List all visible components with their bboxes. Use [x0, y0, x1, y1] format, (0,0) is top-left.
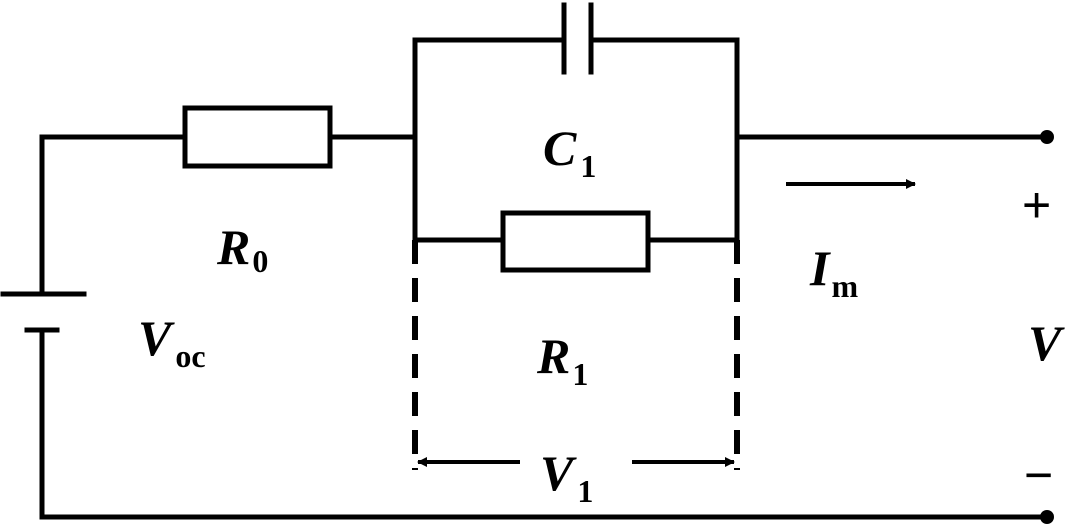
- label-r0: R0: [216, 219, 268, 279]
- label-v: V: [1028, 315, 1065, 371]
- label-minus: −: [1024, 447, 1053, 503]
- label-plus: +: [1022, 177, 1051, 233]
- terminal-bottom: [1040, 510, 1054, 524]
- label-r1: R1: [536, 328, 588, 392]
- terminal-top: [1040, 130, 1054, 144]
- wire-bottom: [39, 327, 1050, 520]
- wire-left-top: [39, 134, 188, 296]
- resistor-r1: [500, 210, 651, 273]
- resistor-r0: [182, 105, 333, 169]
- label-im: Im: [809, 240, 858, 304]
